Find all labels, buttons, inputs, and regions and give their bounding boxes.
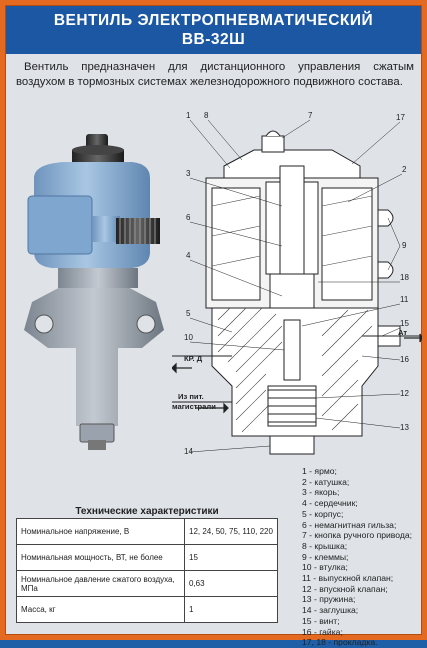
label-at: Ат [398, 328, 408, 337]
callout-4: 4 [186, 251, 191, 260]
legend-item: 10 - втулка; [302, 562, 348, 573]
spec-name: Номинальная мощность, ВТ, не более [16, 544, 185, 571]
label-supply-2: магистрали [172, 402, 216, 411]
callout-3: 3 [186, 169, 191, 178]
legend-item: 6 - немагнитная гильза; [302, 519, 397, 530]
legend-item: 17, 18 - прокладка. [302, 637, 378, 648]
parts-legend: 1 - ярмо; 2 - катушка; 3 - якорь; 4 - се… [302, 466, 422, 648]
title-line-2: ВВ-32Ш [181, 31, 246, 48]
callout-11: 11 [400, 295, 409, 304]
legend-item: 16 - гайка; [302, 626, 343, 637]
callout-18: 18 [400, 273, 409, 282]
legend-item: 8 - крышка; [302, 540, 348, 551]
specs-table: Номинальное напряжение, В 12, 24, 50, 75… [16, 518, 278, 623]
legend-item: 1 - ярмо; [302, 466, 337, 476]
legend-item: 7 - кнопка ручного привода; [302, 530, 413, 541]
spring [268, 389, 316, 423]
callout-17: 17 [396, 113, 405, 122]
callout-2: 2 [402, 165, 407, 174]
callout-8: 8 [204, 111, 209, 120]
spec-value: 0,63 [184, 570, 278, 597]
specs-title: Технические характеристики [75, 506, 219, 517]
spec-value: 12, 24, 50, 75, 110, 220 [184, 518, 278, 545]
spec-name: Номинальное напряжение, В [16, 518, 185, 545]
valve-photo [24, 134, 164, 450]
poster-panel: ВЕНТИЛЬ ЭЛЕКТРОПНЕВМАТИЧЕСКИЙ ВВ-32Ш Вен… [5, 5, 422, 647]
callout-5: 5 [186, 309, 191, 318]
label-krd: КР. Д [184, 354, 203, 363]
spec-value: 1 [184, 596, 278, 623]
callout-6: 6 [186, 213, 191, 222]
coil-right [321, 187, 373, 301]
callout-12: 12 [400, 389, 409, 398]
table-row: Номинальное напряжение, В 12, 24, 50, 75… [16, 518, 278, 545]
label-supply-1: Из пит. [178, 392, 204, 401]
table-row: Номинальная мощность, ВТ, не более 15 [16, 544, 278, 571]
callout-9: 9 [402, 241, 407, 250]
spec-value: 15 [184, 544, 278, 571]
intro-text: Вентиль предназначен для дистанционного … [16, 61, 414, 88]
photo-thread [116, 218, 160, 244]
legend-item: 14 - заглушка; [302, 605, 359, 616]
spec-name: Номинальное давление сжатого воздуха, МП… [16, 570, 185, 597]
table-row: Масса, кг 1 [16, 596, 278, 623]
legend-item: 13 - пружина; [302, 594, 356, 605]
spec-name: Масса, кг [16, 596, 185, 623]
legend-item: 11 - выпускной клапан; [302, 573, 394, 584]
legend-item: 12 - впускной клапан; [302, 583, 388, 594]
callout-15: 15 [400, 319, 409, 328]
legend-item: 15 - винт; [302, 615, 340, 626]
table-row: Номинальное давление сжатого воздуха, МП… [16, 570, 278, 597]
photo-terminal-box [27, 195, 93, 255]
legend-item: 3 - якорь; [302, 487, 340, 498]
callout-7: 7 [308, 111, 313, 120]
callout-10: 10 [184, 333, 193, 342]
terminal-lower [377, 261, 394, 279]
legend-item: 2 - катушка; [302, 476, 350, 487]
plug [269, 435, 315, 455]
photo-cast-body [24, 284, 164, 426]
title-bar: ВЕНТИЛЬ ЭЛЕКТРОПНЕВМАТИЧЕСКИЙ ВВ-32Ш [6, 6, 421, 54]
callout-16: 16 [400, 355, 409, 364]
callout-1: 1 [186, 111, 191, 120]
legend-item: 4 - сердечник; [302, 498, 358, 509]
valve-section-diagram: 1 8 7 17 3 2 6 9 4 18 11 5 10 15 16 12 1… [172, 111, 422, 456]
coil-left [211, 187, 261, 301]
title-line-1: ВЕНТИЛЬ ЭЛЕКТРОПНЕВМАТИЧЕСКИЙ [53, 12, 374, 29]
legend-item: 5 - корпус; [302, 508, 344, 519]
callout-14: 14 [184, 447, 193, 456]
terminal-upper [377, 209, 394, 227]
legend-item: 9 - клеммы; [302, 551, 349, 562]
callout-13: 13 [400, 423, 409, 432]
